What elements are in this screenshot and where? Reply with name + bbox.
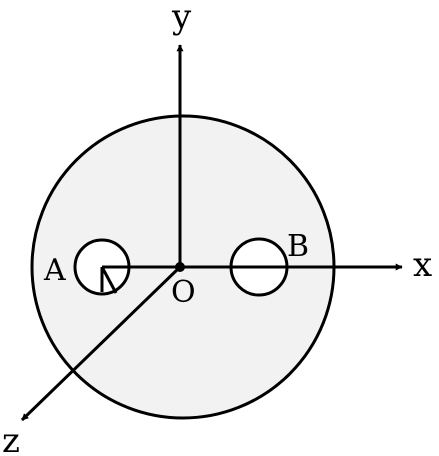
origin-label: O (171, 275, 196, 310)
z-axis-label: z (2, 421, 20, 456)
hole-a-label: A (43, 253, 66, 288)
y-axis-label: y (171, 0, 192, 37)
hole-a-radius-line (100, 266, 118, 294)
hole-b-label: B (287, 229, 309, 264)
z-axis (20, 265, 182, 422)
x-axis-label: x (413, 245, 432, 285)
origin-point (175, 262, 185, 272)
